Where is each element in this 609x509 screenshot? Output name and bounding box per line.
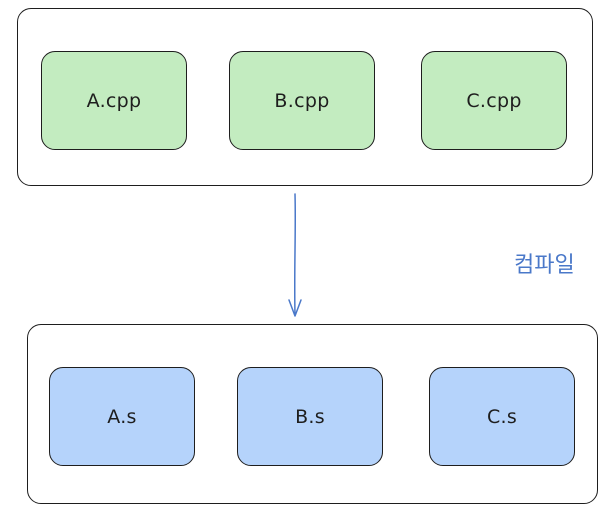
- compile-arrow-head: [288, 299, 302, 317]
- source-file-c-cpp: C.cpp: [421, 51, 567, 150]
- compile-arrow-shaft: [293, 193, 297, 316]
- assembly-file-a-s: A.s: [49, 367, 195, 466]
- assembly-file-c-s: C.s: [429, 367, 575, 466]
- assembly-file-b-s: B.s: [237, 367, 383, 466]
- source-file-a-cpp: A.cpp: [41, 51, 187, 150]
- compile-label: 컴파일: [514, 253, 575, 278]
- source-file-b-cpp: B.cpp: [229, 51, 375, 150]
